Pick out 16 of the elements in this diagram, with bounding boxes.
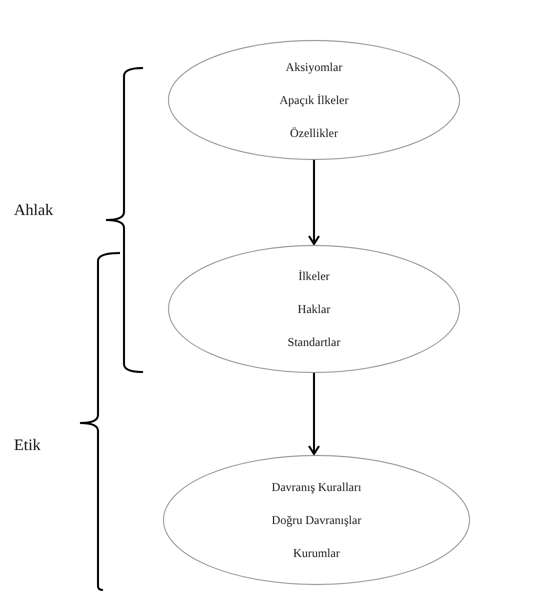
ellipse-node xyxy=(163,455,470,585)
node-text: Kurumlar xyxy=(293,546,340,560)
arrow xyxy=(308,160,320,245)
ellipse-node xyxy=(168,40,460,160)
node-text: Özellikler xyxy=(290,126,338,140)
node-text: Davranış Kuralları xyxy=(272,480,362,494)
arrow xyxy=(308,373,320,455)
node-text: Standartlar xyxy=(288,335,340,349)
bracket-label: Etik xyxy=(14,436,41,455)
node-text: Doğru Davranışlar xyxy=(272,513,362,527)
node-text: İlkeler xyxy=(298,269,330,283)
ellipse-node xyxy=(168,245,460,373)
node-text: Apaçık İlkeler xyxy=(280,93,348,107)
node-text: Aksiyomlar xyxy=(286,60,342,74)
bracket-label: Ahlak xyxy=(14,201,54,220)
node-text: Haklar xyxy=(298,302,330,316)
